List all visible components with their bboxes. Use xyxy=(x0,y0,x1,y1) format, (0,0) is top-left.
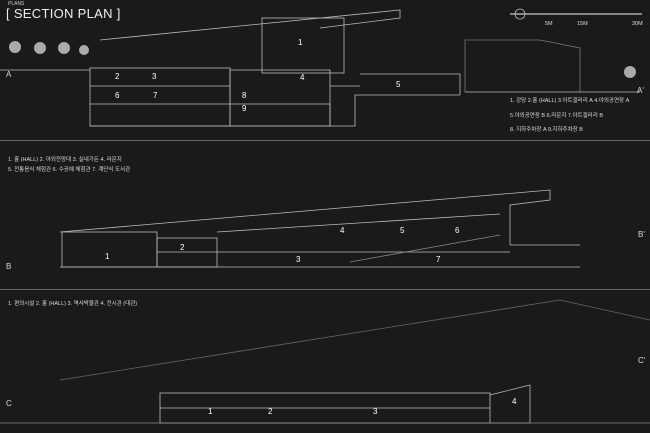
room-number: 7 xyxy=(153,91,158,100)
page-title: [ SECTION PLAN ] xyxy=(6,6,121,21)
scale-tick: 5M xyxy=(545,21,553,27)
legend-line: 1. 편의시설 2. 홀 (HALL) 3. 역사박물관 4. 전시관 (대관) xyxy=(8,301,138,307)
tree-icons xyxy=(9,41,636,78)
divider xyxy=(0,140,650,141)
sheet-supertitle: PLANS xyxy=(8,1,25,7)
room-number: 4 xyxy=(340,226,345,235)
room-number: 6 xyxy=(115,91,120,100)
room-number: 8 xyxy=(242,91,247,100)
room-number: 4 xyxy=(300,73,305,82)
section-a-drawing xyxy=(0,9,640,127)
divider xyxy=(0,289,650,290)
section-marker: B' xyxy=(638,230,645,239)
room-number: 7 xyxy=(436,255,441,264)
section-c-drawing xyxy=(0,299,650,424)
section-marker: C' xyxy=(638,356,646,365)
room-number: 6 xyxy=(455,226,460,235)
legend-line: 1. 홀 (HALL) 2. 야외전망대 3. 실내가든 4. 라운지 xyxy=(8,157,122,163)
room-number: 3 xyxy=(373,407,378,416)
room-number: 1 xyxy=(298,38,303,47)
room-number: 2 xyxy=(180,243,185,252)
legend-line: 8. 지하주차장 A 9.지하주차장 B xyxy=(510,127,583,133)
legend-line: 5. 전통음식 체험관 6. 수공예 체험관 7. 계단식 도서관 xyxy=(8,167,131,173)
legend-line: 1. 강당 2.홀 (HALL) 3.아트갤러리 A 4.야외공연장 A xyxy=(510,98,630,104)
room-number: 5 xyxy=(400,226,405,235)
scale-tick: 30M xyxy=(632,21,643,27)
scale-tick: 15M xyxy=(577,21,588,27)
room-number: 2 xyxy=(268,407,273,416)
north-arrow-icon xyxy=(514,8,526,20)
section-marker: A' xyxy=(637,86,644,95)
room-number: 1 xyxy=(105,252,110,261)
room-number: 9 xyxy=(242,104,247,113)
section-marker: B xyxy=(6,262,12,271)
section-b-drawing xyxy=(59,189,580,268)
room-number: 3 xyxy=(296,255,301,264)
room-number: 1 xyxy=(208,407,213,416)
room-number: 5 xyxy=(396,80,401,89)
room-number: 4 xyxy=(512,397,517,406)
section-marker: C xyxy=(6,399,12,408)
room-number: 3 xyxy=(152,72,157,81)
room-number: 2 xyxy=(115,72,120,81)
section-marker: A xyxy=(6,70,12,79)
legend-line: 5.야외공연장 B 6.라운지 7.아트갤러리 B xyxy=(510,113,603,119)
